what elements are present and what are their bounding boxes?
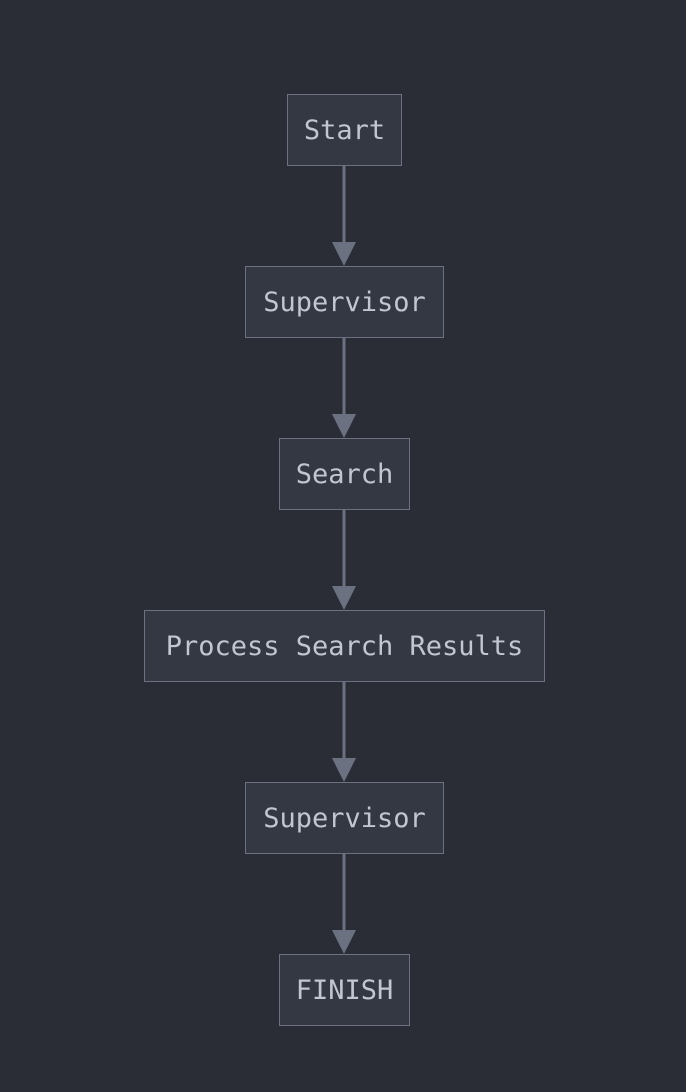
- edge-search-to-process-search-results: [332, 510, 356, 610]
- edge-process-search-results-to-supervisor: [332, 682, 356, 782]
- arrowhead-icon: [332, 414, 356, 438]
- node-label: FINISH: [295, 974, 394, 1006]
- node-label: Start: [303, 114, 386, 146]
- edge-start-to-supervisor: [332, 166, 356, 266]
- arrowhead-icon: [332, 242, 356, 266]
- node-label: Process Search Results: [165, 630, 524, 662]
- node-process-search-results: Process Search Results: [144, 610, 545, 682]
- node-label: Supervisor: [263, 286, 426, 318]
- edge-supervisor-to-search: [332, 338, 356, 438]
- arrowhead-icon: [332, 586, 356, 610]
- arrowhead-icon: [332, 758, 356, 782]
- node-finish: FINISH: [279, 954, 410, 1026]
- arrowhead-icon: [332, 930, 356, 954]
- node-supervisor: Supervisor: [245, 266, 444, 338]
- node-search: Search: [279, 438, 410, 510]
- node-label: Supervisor: [263, 802, 426, 834]
- node-start: Start: [287, 94, 402, 166]
- node-label: Search: [295, 458, 394, 490]
- node-supervisor: Supervisor: [245, 782, 444, 854]
- edge-supervisor-to-finish: [332, 854, 356, 954]
